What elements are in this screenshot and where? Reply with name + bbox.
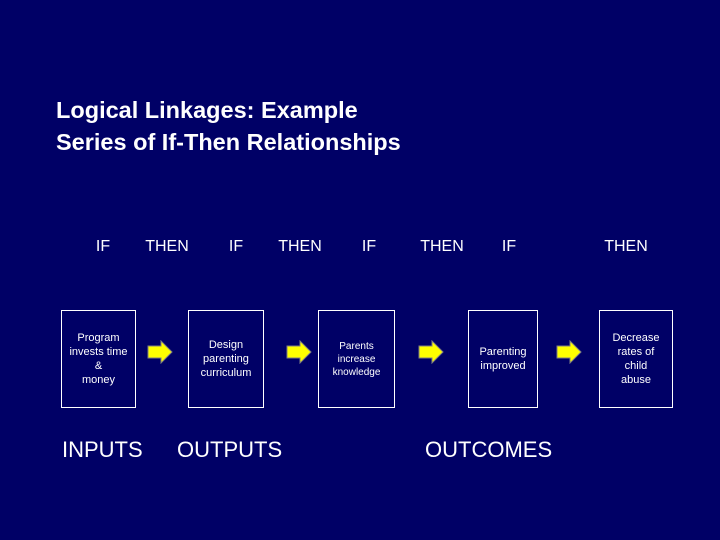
stage-outcomes: OUTCOMES — [425, 437, 553, 462]
box-parents-knowledge: Parents increase knowledge — [318, 310, 395, 408]
right-arrow-icon — [418, 340, 444, 364]
condition-if-4: IF — [501, 238, 517, 255]
box-4-line-1: Parenting — [479, 346, 527, 358]
box-decrease-abuse: Decrease rates of child abuse — [599, 310, 673, 408]
condition-then-3: THEN — [420, 238, 464, 255]
condition-if-1: IF — [95, 238, 111, 255]
box-2-line-1: Design — [208, 339, 244, 351]
box-2-line-3: curriculum — [200, 367, 252, 379]
title-line-2: Series of If-Then Relationships — [56, 129, 401, 155]
box-1-line-2: invests time — [69, 346, 128, 358]
box-5-line-1: Decrease — [612, 332, 660, 344]
condition-then-2: THEN — [278, 238, 322, 255]
right-arrow-icon — [147, 340, 173, 364]
box-1-line-1: Program — [77, 332, 120, 344]
slide-title: Logical Linkages: Example Series of If-T… — [56, 94, 401, 158]
right-arrow-icon — [286, 340, 312, 364]
box-5-line-3: child — [624, 360, 648, 372]
stage-inputs: INPUTS — [62, 437, 143, 462]
condition-if-2: IF — [228, 238, 244, 255]
box-1-line-4: money — [81, 374, 115, 386]
box-design-curriculum: Design parenting curriculum — [188, 310, 264, 408]
box-5-line-4: abuse — [621, 374, 651, 386]
box-1-line-3: & — [94, 360, 103, 372]
box-5-line-2: rates of — [617, 346, 655, 358]
box-3-line-3: knowledge — [332, 366, 381, 378]
condition-then-4: THEN — [604, 238, 648, 255]
box-program-investment: Program invests time & money — [61, 310, 136, 408]
box-4-line-2: improved — [480, 360, 526, 372]
box-parenting-improved: Parenting improved — [468, 310, 538, 408]
box-2-line-2: parenting — [203, 353, 249, 365]
box-3-line-2: increase — [337, 353, 376, 365]
condition-if-3: IF — [361, 238, 377, 255]
stage-outputs: OUTPUTS — [177, 437, 283, 462]
right-arrow-icon — [556, 340, 582, 364]
title-line-1: Logical Linkages: Example — [56, 97, 358, 123]
box-3-line-1: Parents — [339, 340, 374, 352]
condition-then-1: THEN — [145, 238, 189, 255]
